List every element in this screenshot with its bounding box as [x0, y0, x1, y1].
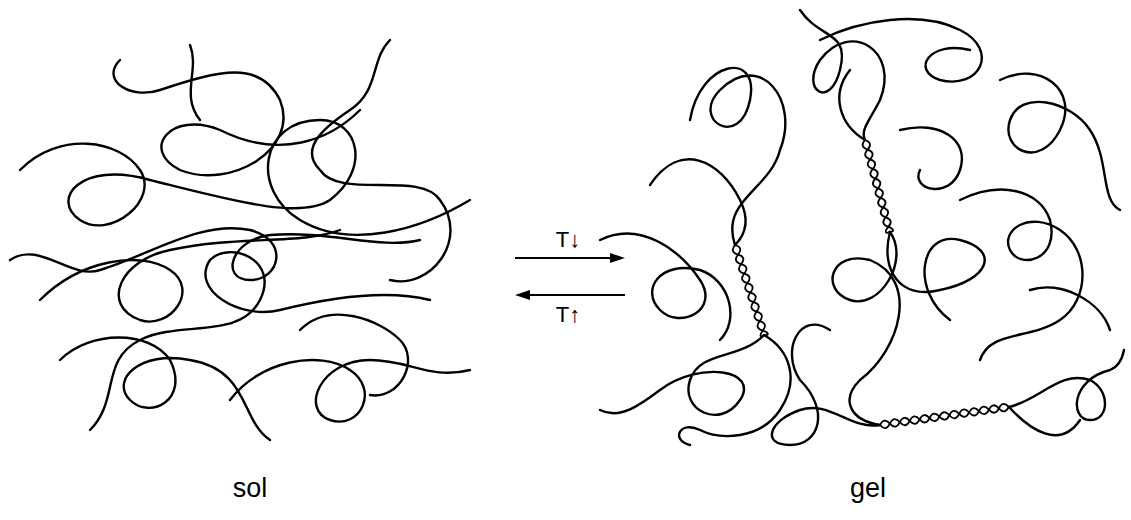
polymer-chain: [772, 325, 880, 445]
polymer-chain: [887, 232, 984, 320]
double-helix: [731, 244, 768, 337]
double-helix: [879, 403, 1009, 429]
state-label: sol: [233, 474, 268, 504]
double-helix-junctions: [731, 139, 1009, 429]
state-label: gel: [850, 474, 886, 504]
polymer-chain: [650, 159, 745, 245]
polymer-chain: [833, 232, 900, 425]
arrowhead: [610, 253, 625, 263]
arrowhead: [515, 290, 530, 300]
polymer-chain: [312, 40, 451, 281]
polymer-chain: [114, 60, 360, 175]
reverse-arrow-line: [528, 294, 625, 296]
polymer-chain: [10, 228, 420, 280]
polymer-chain: [960, 190, 1083, 360]
helix-strand: [861, 139, 893, 233]
helix-strand: [879, 403, 1009, 429]
polymer-chain: [20, 120, 470, 235]
helix-strand: [731, 244, 768, 337]
temperature-decrease-label: T↓: [556, 228, 580, 252]
polymer-chain: [690, 68, 785, 245]
polymer-chain: [839, 70, 865, 140]
polymer-chain: [190, 45, 200, 120]
polymer-chain: [900, 127, 962, 189]
polymer-chain: [300, 315, 408, 396]
polymer-chain: [40, 230, 340, 322]
helix-strand: [879, 403, 1009, 429]
gel-chains: [600, 10, 1124, 445]
polymer-chain: [230, 360, 470, 422]
polymer-chain: [1000, 74, 1120, 210]
helix-strand: [861, 139, 893, 233]
polymer-chain: [820, 19, 982, 81]
polymer-chain: [1009, 350, 1124, 420]
forward-arrow-line: [515, 257, 612, 259]
temperature-increase-label: T↑: [556, 303, 580, 327]
helix-strand: [731, 244, 768, 337]
double-helix: [861, 139, 893, 233]
polymer-chain: [600, 234, 730, 340]
polymer-chain: [600, 335, 764, 415]
sol-chains: [10, 40, 470, 440]
polymer-chain: [1009, 407, 1080, 435]
polymer-chain: [1030, 287, 1110, 330]
equilibrium-arrows: [515, 253, 625, 300]
